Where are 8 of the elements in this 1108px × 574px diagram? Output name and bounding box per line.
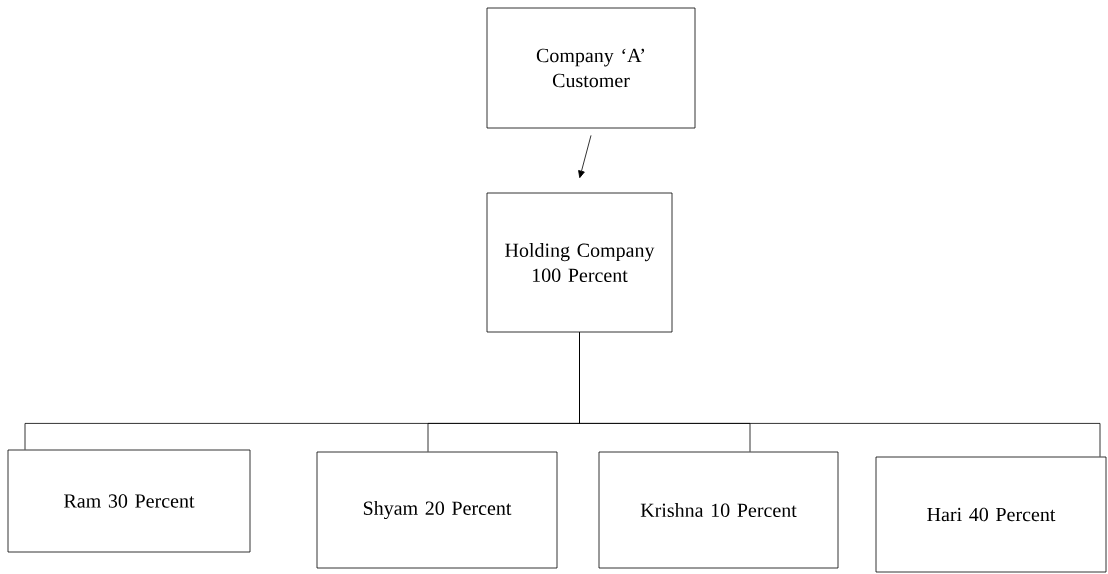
text-box: Holding Company 100 Percent	[486, 192, 673, 333]
text-box: Shyam 20 Percent	[316, 451, 558, 569]
text-box: Company ‘A’ Customer	[486, 7, 696, 129]
text-box: Ram 30 Percent	[7, 449, 251, 553]
text-box: Hari 40 Percent	[875, 456, 1107, 573]
connector	[579, 332, 1101, 457]
connector	[578, 135, 592, 179]
text-box: Krishna 10 Percent	[598, 451, 839, 569]
